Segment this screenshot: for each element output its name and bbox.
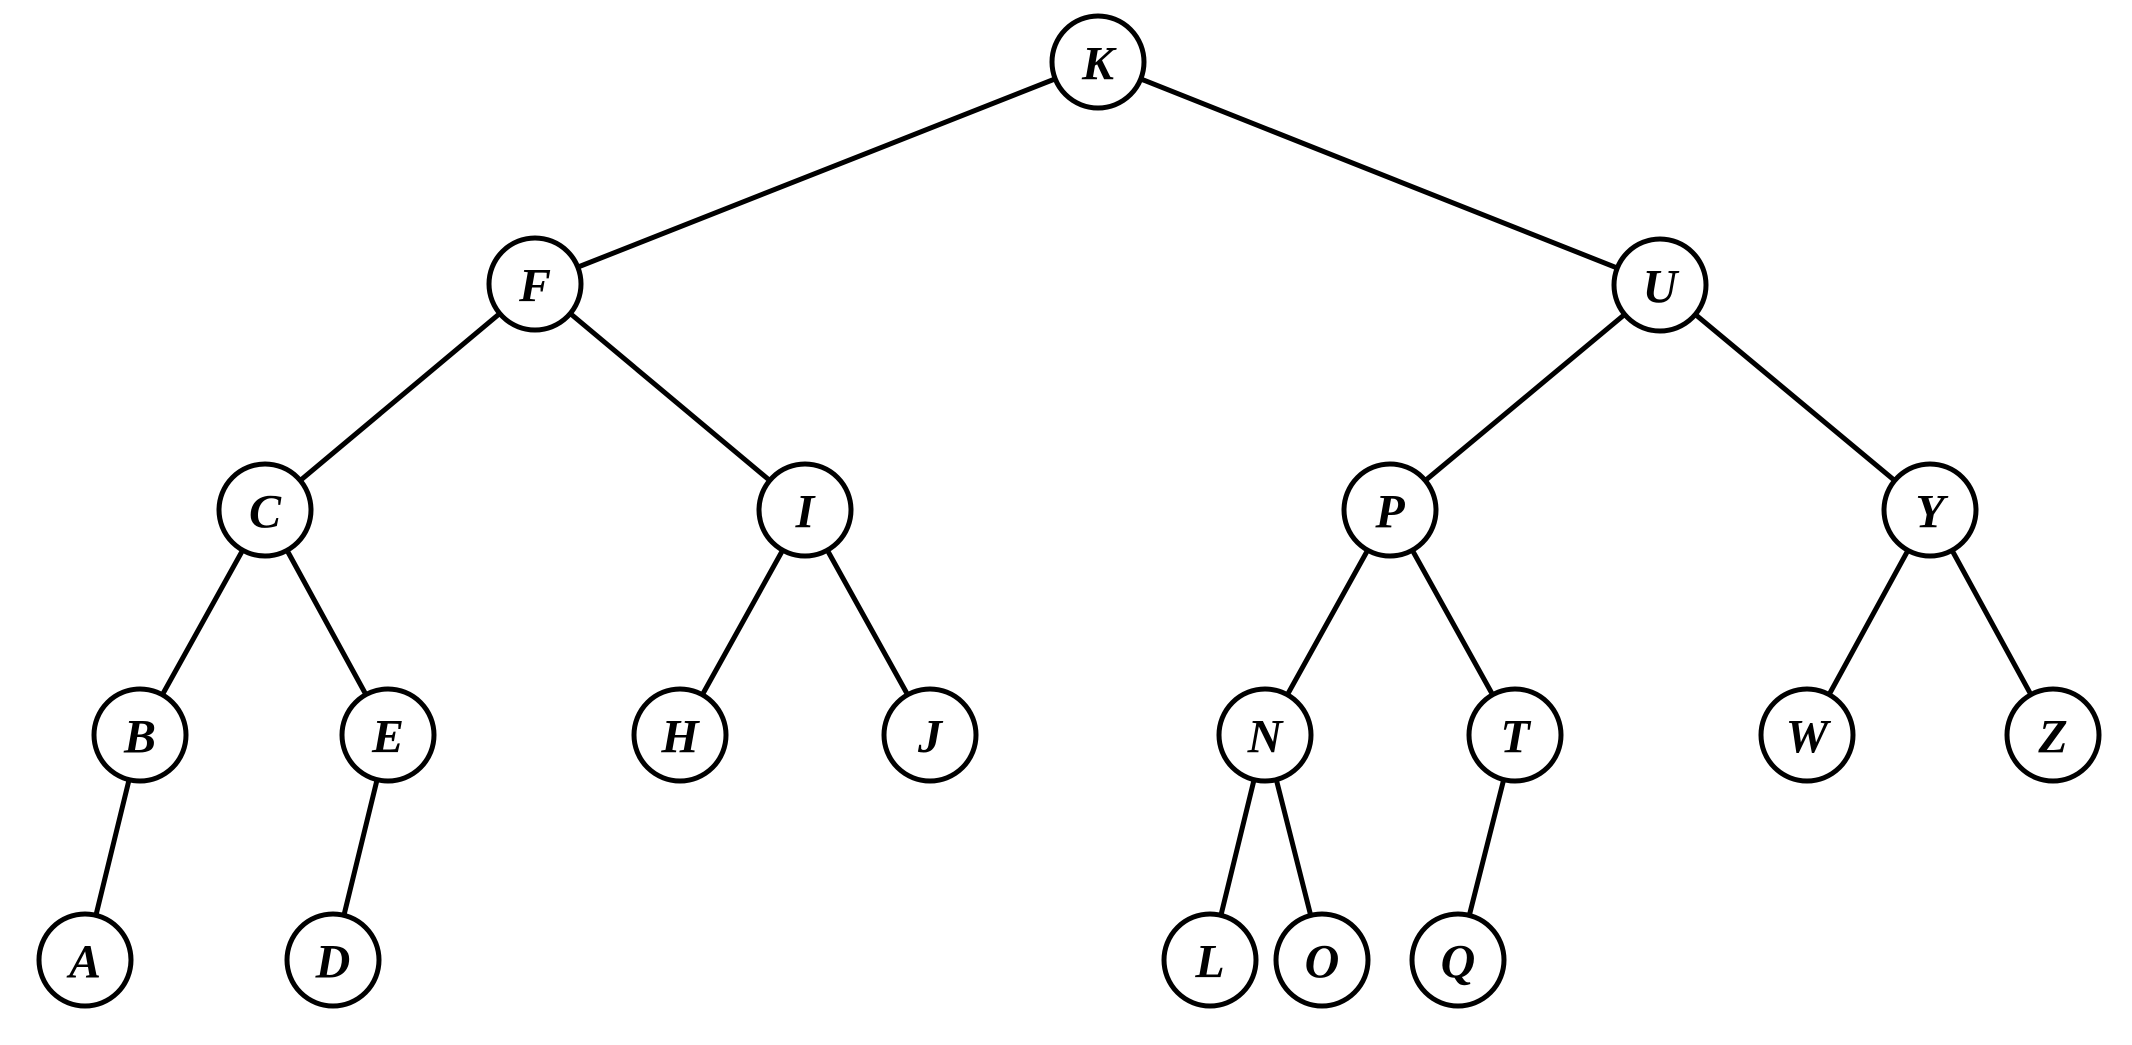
node-label-K: K	[1081, 38, 1117, 91]
edge-F-C	[262, 281, 538, 513]
node-circle-O	[1273, 911, 1371, 1009]
node-label-B: B	[123, 711, 156, 764]
node-H: H	[631, 686, 729, 784]
node-label-L: L	[1194, 936, 1224, 989]
node-E: E	[339, 686, 437, 784]
node-Z: Z	[2004, 686, 2102, 784]
node-circle-P	[1341, 461, 1439, 559]
node-circle-E	[339, 686, 437, 784]
node-W: W	[1758, 686, 1856, 784]
edge-K-U	[1095, 59, 1663, 288]
node-I: I	[756, 461, 854, 559]
node-T: T	[1466, 686, 1564, 784]
node-circle-Z	[2004, 686, 2102, 784]
node-C: C	[216, 461, 314, 559]
node-label-H: H	[660, 711, 700, 764]
node-Y: Y	[1881, 461, 1979, 559]
node-circle-F	[486, 235, 584, 333]
node-label-W: W	[1786, 711, 1832, 764]
node-label-E: E	[371, 711, 404, 764]
node-circle-U	[1611, 236, 1709, 334]
edge-F-I	[532, 281, 808, 513]
node-N: N	[1216, 686, 1314, 784]
node-A: A	[36, 911, 134, 1009]
node-label-D: D	[315, 936, 351, 989]
node-circle-I	[756, 461, 854, 559]
edge-U-Y	[1657, 282, 1933, 513]
node-K: K	[1049, 13, 1147, 111]
node-label-N: N	[1247, 711, 1285, 764]
node-circle-T	[1466, 686, 1564, 784]
node-F: F	[486, 235, 584, 333]
node-label-I: I	[795, 486, 817, 539]
node-circle-B	[91, 686, 189, 784]
node-label-Y: Y	[1915, 486, 1948, 539]
node-label-F: F	[518, 260, 551, 313]
edge-K-F	[532, 59, 1101, 287]
node-label-J: J	[917, 711, 944, 764]
node-circle-H	[631, 686, 729, 784]
node-D: D	[284, 911, 382, 1009]
node-O: O	[1273, 911, 1371, 1009]
node-circle-A	[36, 911, 134, 1009]
node-P: P	[1341, 461, 1439, 559]
edges-layer	[82, 59, 2056, 963]
node-circle-J	[881, 686, 979, 784]
node-label-U: U	[1643, 261, 1680, 314]
node-circle-W	[1758, 686, 1856, 784]
node-circle-D	[284, 911, 382, 1009]
node-circle-K	[1049, 13, 1147, 111]
node-label-T: T	[1500, 711, 1531, 764]
node-circle-C	[216, 461, 314, 559]
node-J: J	[881, 686, 979, 784]
node-label-P: P	[1374, 486, 1405, 539]
nodes-layer: K F U C I P Y B E H J N T W Z A D L O Q	[36, 13, 2102, 1009]
node-label-A: A	[66, 936, 101, 989]
node-circle-L	[1161, 911, 1259, 1009]
node-circle-Y	[1881, 461, 1979, 559]
node-label-C: C	[249, 486, 282, 539]
node-circle-N	[1216, 686, 1314, 784]
node-label-O: O	[1305, 936, 1340, 989]
node-L: L	[1161, 911, 1259, 1009]
node-label-Q: Q	[1441, 936, 1476, 989]
node-Q: Q	[1409, 911, 1507, 1009]
node-circle-Q	[1409, 911, 1507, 1009]
node-U: U	[1611, 236, 1709, 334]
edge-U-P	[1387, 282, 1663, 513]
node-label-Z: Z	[2037, 711, 2067, 764]
node-B: B	[91, 686, 189, 784]
